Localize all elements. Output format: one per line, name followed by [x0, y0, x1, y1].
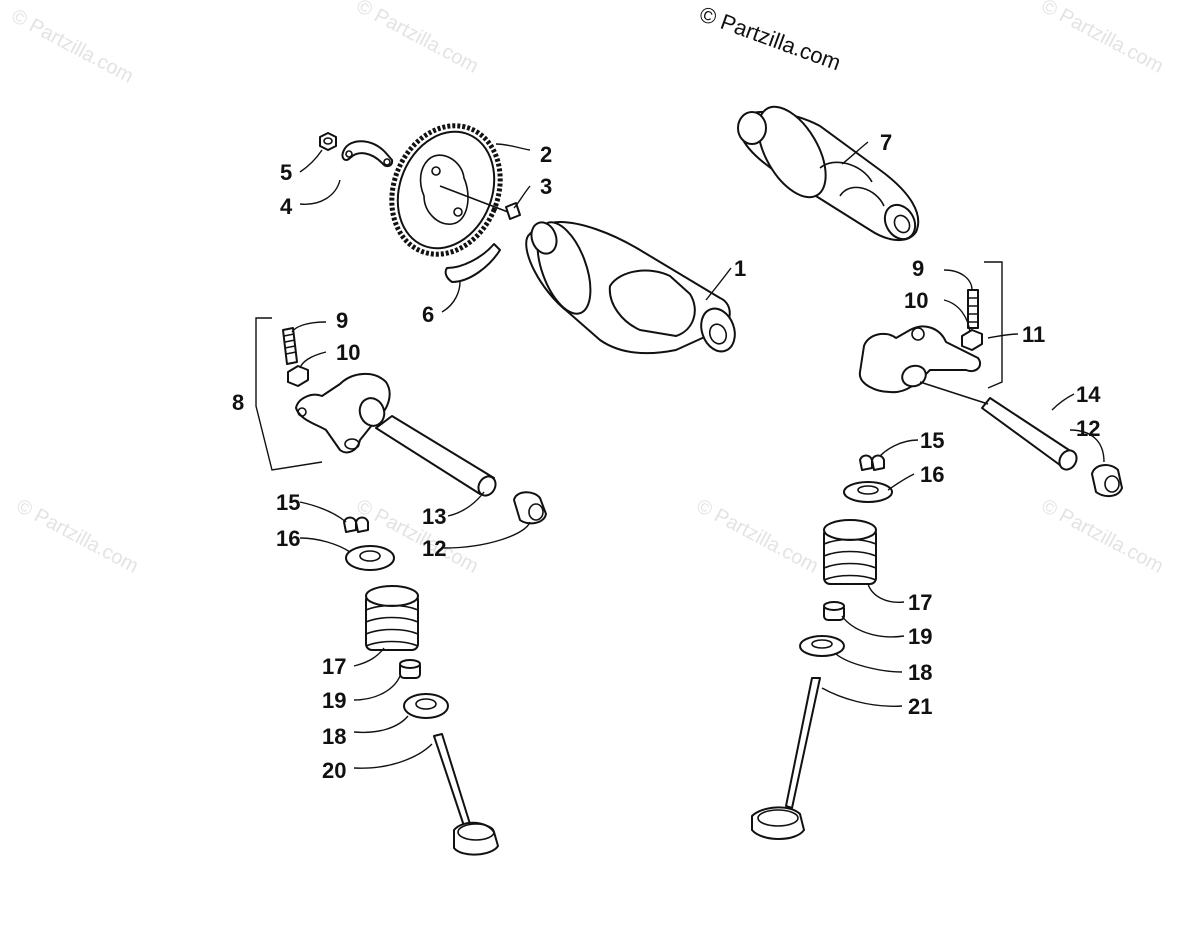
callout-number: 2 — [540, 142, 552, 167]
callout-number: 6 — [422, 302, 434, 327]
valve-stem-seal-part — [399, 659, 421, 679]
watermark: © Partzilla.com — [13, 495, 142, 578]
pin-part — [439, 185, 521, 220]
callout-number: 19 — [908, 624, 932, 649]
rocker-shaft-part — [919, 381, 1078, 471]
spring-seat-washer-part — [799, 635, 845, 657]
callout-number: 18 — [908, 660, 932, 685]
callout-number: 10 — [336, 340, 360, 365]
callout-number: 9 — [912, 256, 924, 281]
callout-number: 9 — [336, 308, 348, 333]
leader-lines — [291, 141, 1105, 769]
callout-number: 12 — [1076, 416, 1100, 441]
cam-gear-part — [389, 123, 503, 257]
adjusting-screw-part — [282, 327, 298, 365]
exhaust-valve-part — [433, 733, 499, 856]
callout-number: 17 — [322, 654, 346, 679]
callout-number: 16 — [276, 526, 300, 551]
spring-retainer-part — [843, 481, 893, 503]
callout-number: 19 — [322, 688, 346, 713]
watermark: © Partzilla.com — [693, 495, 822, 578]
rocker-shaft-part — [375, 415, 497, 497]
callout-number: 18 — [322, 724, 346, 749]
adjusting-screw-part — [967, 289, 979, 329]
watermark: © Partzilla.com — [353, 0, 482, 78]
callout-number: 3 — [540, 174, 552, 199]
half-moon-seal-part — [444, 243, 501, 283]
callout-number: 17 — [908, 590, 932, 615]
copyright-notice: © Partzilla.com — [696, 1, 844, 75]
spacer-part — [1091, 464, 1123, 498]
callout-number: 7 — [880, 130, 892, 155]
watermark: © Partzilla.com — [8, 5, 137, 88]
valve-keeper-part — [343, 516, 369, 533]
rocker-arm-part — [858, 325, 982, 394]
retaining-clip-part — [341, 140, 394, 168]
callout-number: 1 — [734, 256, 746, 281]
callout-number: 20 — [322, 758, 346, 783]
locknut-part — [961, 329, 983, 351]
callout-number: 14 — [1076, 382, 1101, 407]
rocker-arm-part — [295, 373, 391, 454]
callout-number: 5 — [280, 160, 292, 185]
callout-number: 15 — [276, 490, 300, 515]
valve-spring-part — [365, 585, 419, 651]
locknut-part — [287, 365, 309, 387]
group-bracket-8 — [255, 317, 323, 471]
group-bracket-11 — [984, 261, 1003, 389]
watermark: © Partzilla.com — [1038, 495, 1167, 578]
callout-number: 16 — [920, 462, 944, 487]
spring-seat-washer-part — [403, 693, 449, 719]
watermark: © Partzilla.com — [1038, 0, 1167, 78]
callout-number: 12 — [422, 536, 446, 561]
callout-number: 13 — [422, 504, 446, 529]
valve-spring-part — [823, 519, 877, 585]
exhaust-camshaft-part — [737, 105, 920, 241]
callout-number: 15 — [920, 428, 944, 453]
callout-number: 10 — [904, 288, 928, 313]
bolt-part — [319, 132, 337, 151]
intake-camshaft-part — [525, 221, 736, 355]
spacer-part — [513, 491, 547, 525]
callout-number: 4 — [280, 194, 293, 219]
callout-number: 8 — [232, 390, 244, 415]
callout-number: 11 — [1022, 322, 1045, 347]
spring-retainer-part — [345, 545, 395, 571]
valve-stem-seal-part — [823, 601, 845, 621]
valve-keeper-part — [859, 454, 885, 471]
intake-valve-part — [751, 677, 821, 840]
callout-number: 21 — [908, 694, 932, 719]
callout-layer: 1 2 3 4 5 6 7 8 9 10 9 10 11 12 13 14 12… — [232, 130, 1101, 783]
